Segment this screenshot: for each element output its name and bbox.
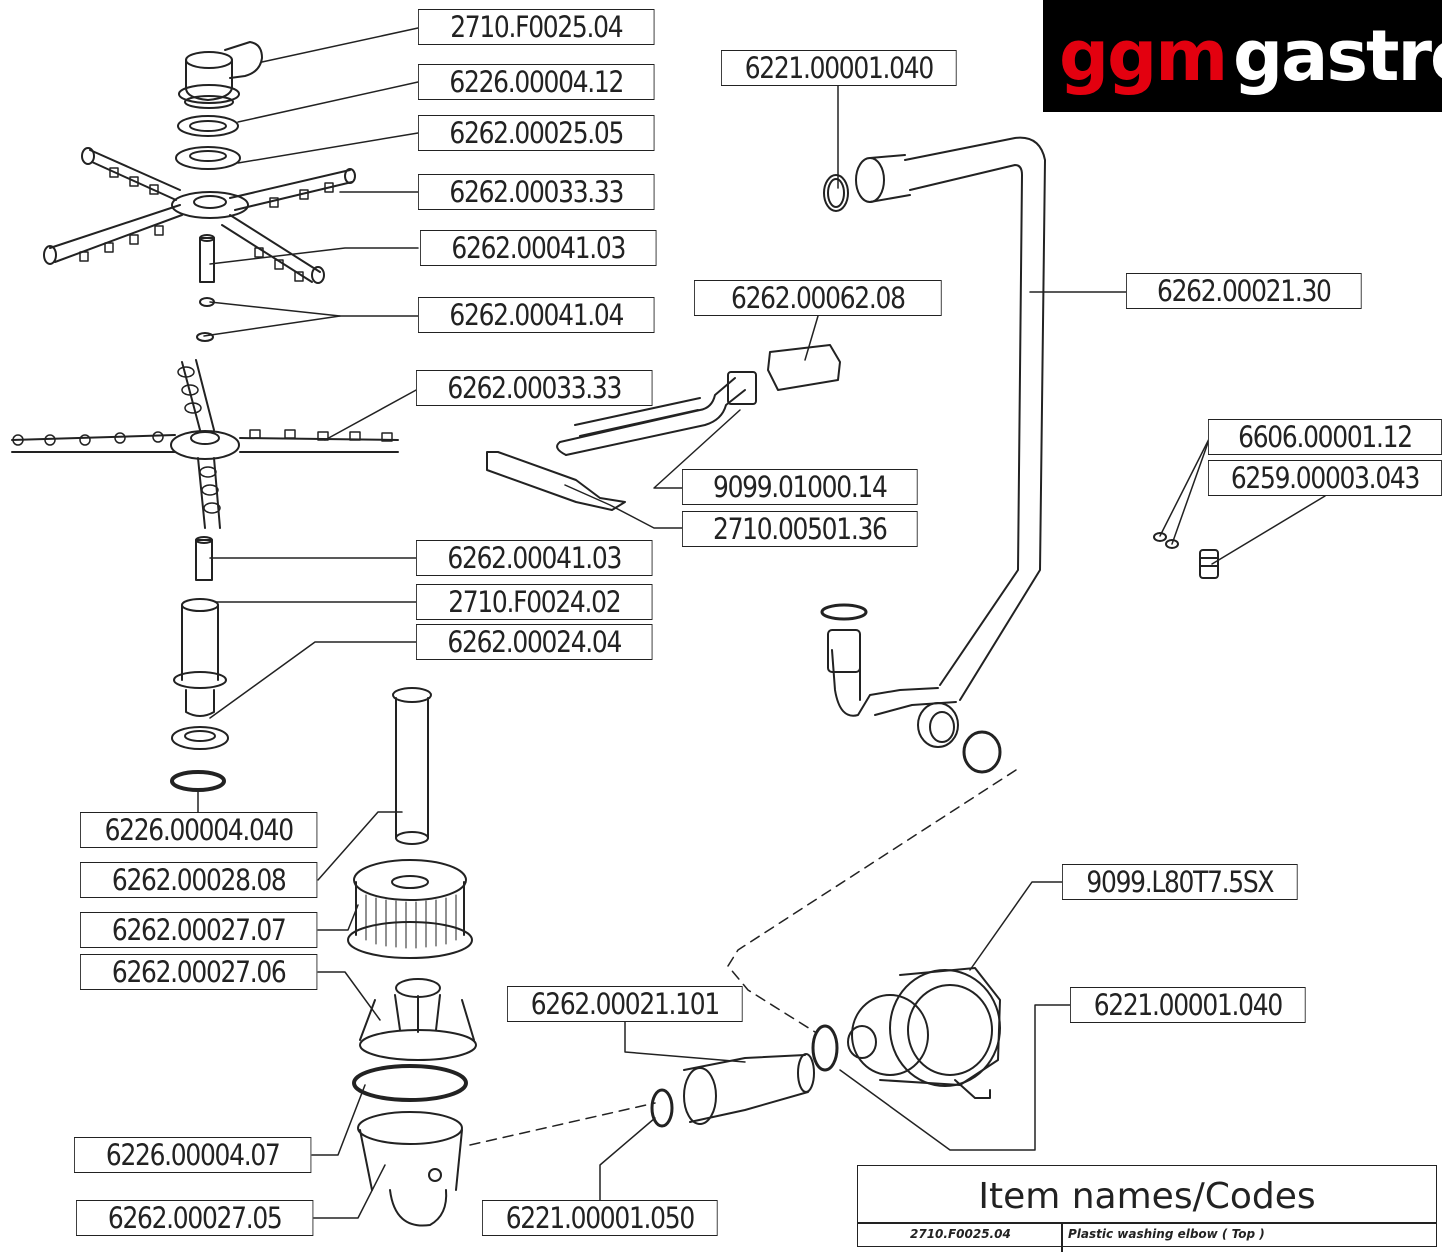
callout-label: 6262.00041.03 (420, 230, 657, 266)
callout-label: 6606.00001.12 (1208, 419, 1442, 455)
table-column-divider (1061, 1222, 1063, 1252)
callout-label: 6262.00021.101 (507, 986, 743, 1022)
table-row-code: 2710.F0025.04 (910, 1227, 1011, 1241)
dashed-routing (469, 769, 1017, 1146)
center-column-parts (170, 536, 432, 845)
callout-label: 6262.00021.30 (1126, 273, 1362, 309)
callout-label: 6262.00028.08 (80, 862, 318, 898)
screws-and-gland (1153, 532, 1219, 579)
callout-label: 2710.F0025.04 (418, 9, 655, 45)
table-title: Item names/Codes (978, 1176, 1316, 1217)
drain-pump (650, 967, 1001, 1128)
callout-label: 6262.00027.07 (80, 912, 318, 948)
callout-label: 6262.00041.04 (418, 297, 655, 333)
callout-label: 9099.01000.14 (682, 469, 918, 505)
callout-label: 6262.00027.06 (80, 954, 318, 990)
leader-lines (197, 27, 1326, 1219)
callout-label: 6262.00027.05 (76, 1200, 314, 1236)
callout-label: 6221.00001.040 (721, 50, 957, 86)
callout-label: 6262.00041.03 (416, 540, 653, 576)
callout-label: 2710.00501.36 (682, 511, 918, 547)
table-divider (858, 1222, 1436, 1224)
callout-label: 6221.00001.050 (482, 1200, 718, 1236)
callout-label: 6221.00001.040 (1070, 987, 1306, 1023)
callout-label: 6262.00033.33 (418, 174, 655, 210)
callout-label: 6262.00033.33 (416, 370, 653, 406)
callout-label: 6259.00003.043 (1208, 460, 1442, 496)
brand-logo-white: gastro (1233, 15, 1442, 97)
brand-logo: ggm gastro (1043, 0, 1442, 112)
callout-label: 6226.00004.040 (80, 812, 318, 848)
upper-wash-arm-assembly (43, 41, 356, 342)
item-names-table: Item names/Codes 2710.F0025.04 Plastic w… (857, 1165, 1437, 1252)
filter-stack (347, 859, 477, 1227)
lower-wash-arm (11, 359, 399, 529)
callout-label: 6226.00004.12 (418, 64, 655, 100)
callout-label: 6262.00025.05 (418, 115, 655, 151)
callout-label: 6262.00062.08 (694, 280, 942, 316)
callout-label: 2710.F0024.02 (416, 584, 653, 620)
drain-hose-assembly (820, 136, 1046, 774)
heating-element (486, 344, 841, 511)
callout-label: 6262.00024.04 (416, 624, 653, 660)
callout-label: 9099.L80T7.5SX (1062, 864, 1298, 900)
table-row-name: Plastic washing elbow ( Top ) (1068, 1227, 1265, 1241)
callout-label: 6226.00004.07 (74, 1137, 312, 1173)
brand-logo-red: ggm (1059, 15, 1228, 97)
